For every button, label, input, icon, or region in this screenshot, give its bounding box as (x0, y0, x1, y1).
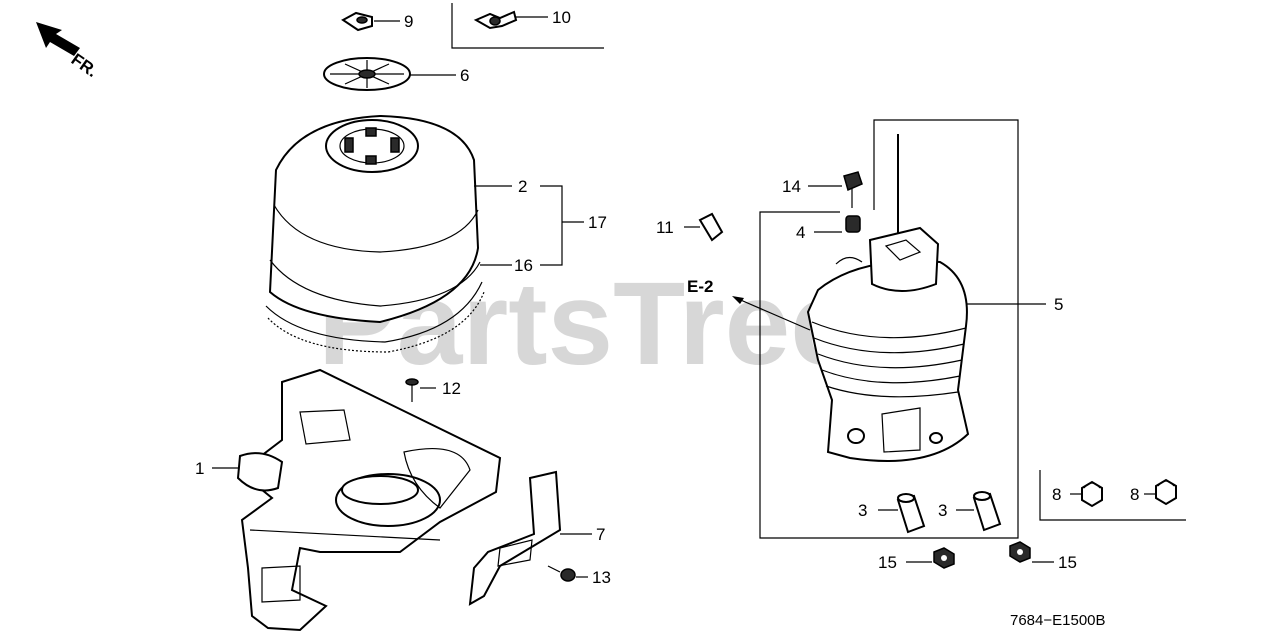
ref-e2-label: E-2 (687, 277, 713, 296)
callout-8-right: 8 (1130, 485, 1139, 504)
part-5-air-cleaner-housing (806, 134, 1046, 462)
ref-e2-arrow-icon (732, 296, 811, 331)
callout-1: 1 (195, 459, 204, 478)
callout-14: 14 (782, 177, 801, 196)
callout-12: 12 (442, 379, 461, 398)
callout-16: 16 (514, 256, 533, 275)
callout-15-left: 15 (878, 553, 897, 572)
callout-5: 5 (1054, 295, 1063, 314)
part-3-collar-left (878, 493, 926, 534)
callout-17: 17 (588, 213, 607, 232)
part-4-spacer (814, 215, 861, 233)
part-12-screw (405, 378, 436, 402)
callout-3-left: 3 (858, 501, 867, 520)
callout-9: 9 (404, 12, 413, 31)
part-8-cap-nut-left (1070, 480, 1103, 508)
part-8-cap-nut-right (1144, 478, 1177, 506)
part-7-bracket (468, 470, 592, 606)
callout-3-right: 3 (938, 501, 947, 520)
part-10-wing-nut (451, 3, 604, 49)
part-14-bolt (808, 171, 863, 208)
diagram-code: 7684−E1500B (1010, 612, 1106, 629)
callout-6: 6 (460, 66, 469, 85)
callout-4: 4 (796, 223, 805, 242)
group-frame-5 (759, 119, 1019, 539)
group-frame-8 (1039, 470, 1186, 521)
part-11-plug (684, 212, 724, 242)
callout-8-left: 8 (1052, 485, 1061, 504)
part-15-nut-left (906, 547, 955, 569)
callout-15-right: 15 (1058, 553, 1077, 572)
callout-7: 7 (596, 525, 605, 544)
part-3-collar-right (956, 491, 1002, 532)
callout-11: 11 (656, 218, 674, 237)
front-arrow-icon (36, 22, 80, 56)
part-13-bolt (547, 565, 588, 582)
part-9-wing-nut (341, 11, 400, 32)
part-15-nut-right (1009, 541, 1054, 563)
part-1-air-cleaner-case (212, 368, 502, 632)
callout-13: 13 (592, 568, 611, 587)
part-6-cover-plate (323, 57, 456, 91)
part-2-air-cleaner-element (265, 114, 584, 353)
callout-2: 2 (518, 177, 527, 196)
callout-10: 10 (552, 8, 571, 27)
